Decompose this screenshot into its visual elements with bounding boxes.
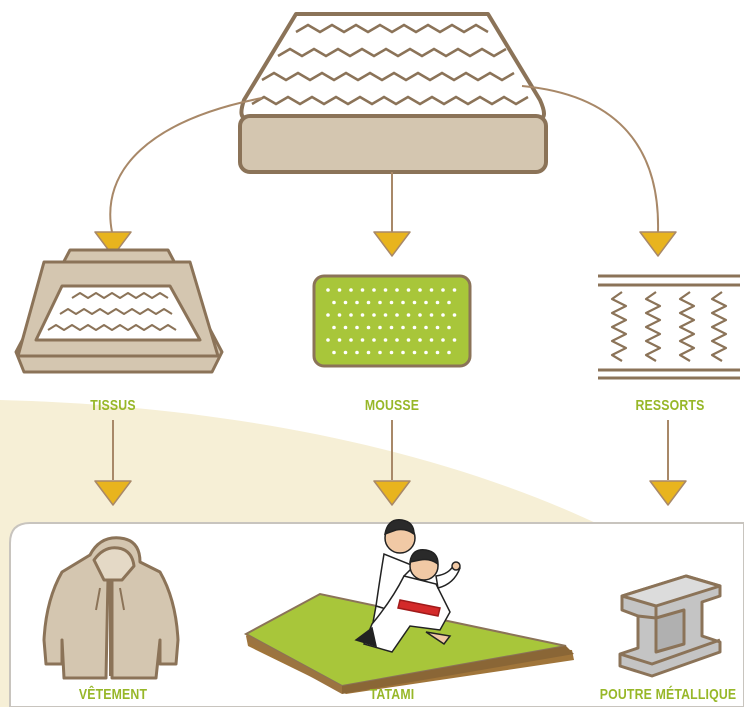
foam-pore <box>413 326 417 330</box>
foam-pore <box>326 338 330 342</box>
foam-pore <box>407 338 411 342</box>
foam-pore <box>453 313 457 317</box>
foam-pore <box>447 326 451 330</box>
foam-pore <box>436 351 440 355</box>
label-poutre: POUTRE MÉTALLIQUE <box>600 686 736 703</box>
foam-pore <box>384 313 388 317</box>
foam-pore <box>344 351 348 355</box>
foam-pore <box>372 288 376 292</box>
foam-pore <box>332 326 336 330</box>
foam-pore <box>424 351 428 355</box>
foam-pore <box>395 338 399 342</box>
foam-pore <box>361 338 365 342</box>
foam-pore <box>372 338 376 342</box>
foam-pore <box>447 301 451 305</box>
foam-pore <box>401 301 405 305</box>
foam-pore <box>338 288 342 292</box>
label-mousse: MOUSSE <box>365 397 419 414</box>
foam-pore <box>418 338 422 342</box>
foam-pore <box>367 351 371 355</box>
foam-pore <box>390 351 394 355</box>
label-vetement: VÊTEMENT <box>79 686 147 703</box>
foam-pore <box>384 288 388 292</box>
foam-pore <box>344 326 348 330</box>
foam-pore <box>338 338 342 342</box>
foam-pore <box>424 301 428 305</box>
foam-pore <box>378 326 382 330</box>
foam-pore <box>384 338 388 342</box>
foam-pore <box>453 338 457 342</box>
foam-pore <box>413 301 417 305</box>
foam-pore <box>378 301 382 305</box>
fabric-layers-icon <box>16 250 222 372</box>
foam-pore <box>326 288 330 292</box>
foam-pore <box>361 313 365 317</box>
foam-pore <box>418 288 422 292</box>
foam-pore <box>355 301 359 305</box>
foam-pore <box>436 326 440 330</box>
foam-pore <box>401 351 405 355</box>
foam-pore <box>418 313 422 317</box>
foam-pore <box>401 326 405 330</box>
foam-pore <box>407 288 411 292</box>
foam-pore <box>326 313 330 317</box>
foam-pore <box>413 351 417 355</box>
label-tissus: TISSUS <box>90 397 135 414</box>
foam-pore <box>349 338 353 342</box>
foam-pore <box>430 338 434 342</box>
foam-pore <box>372 313 376 317</box>
foam-pore <box>441 313 445 317</box>
foam-pore <box>447 351 451 355</box>
foam-pore <box>338 313 342 317</box>
foam-pore <box>395 288 399 292</box>
arrow-head-ressorts <box>640 232 676 256</box>
foam-pore <box>355 326 359 330</box>
foam-pore <box>355 351 359 355</box>
arrow-head-poutre <box>650 481 686 505</box>
foam-pore <box>344 301 348 305</box>
arrow-head-mousse <box>374 232 410 256</box>
foam-pore <box>441 338 445 342</box>
label-ressorts: RESSORTS <box>636 397 705 414</box>
foam-pore <box>430 288 434 292</box>
foam-pore <box>367 301 371 305</box>
foam-pore <box>395 313 399 317</box>
foam-pore <box>349 288 353 292</box>
foam-pore <box>390 326 394 330</box>
foam-pore <box>390 301 394 305</box>
mattress-icon <box>240 14 546 172</box>
foam-pore <box>430 313 434 317</box>
foam-pore <box>441 288 445 292</box>
springs-icon <box>598 276 740 378</box>
foam-pore <box>453 288 457 292</box>
foam-pore <box>332 301 336 305</box>
foam-block-icon <box>314 276 470 366</box>
label-tatami: TATAMI <box>370 686 415 703</box>
foam-pore <box>349 313 353 317</box>
foam-pore <box>424 326 428 330</box>
foam-pore <box>332 351 336 355</box>
foam-pore <box>361 288 365 292</box>
foam-pore <box>407 313 411 317</box>
foam-pore <box>436 301 440 305</box>
foam-pore <box>378 351 382 355</box>
foam-pore <box>367 326 371 330</box>
